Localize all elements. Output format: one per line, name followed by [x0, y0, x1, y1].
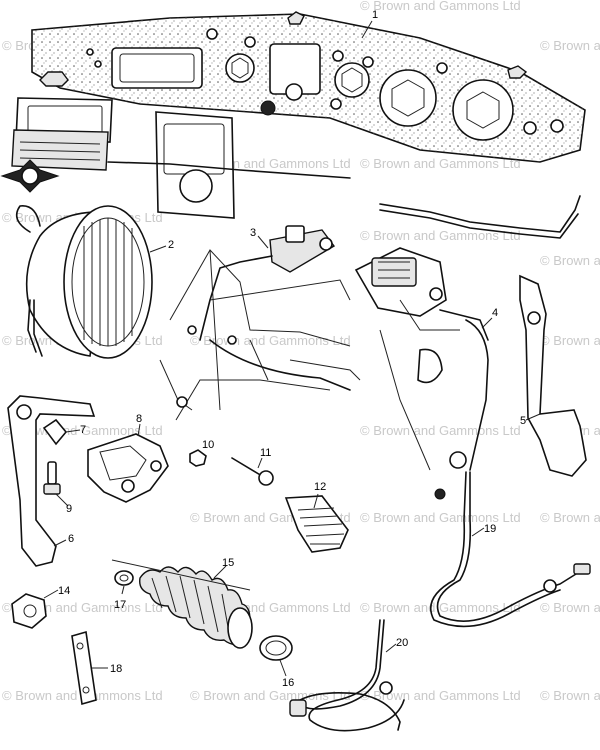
- part-8-bracket[interactable]: [87, 433, 169, 503]
- callout-11: 11: [260, 447, 271, 459]
- watermark-text: © Brown and Gammons Ltd: [540, 510, 600, 525]
- callout-19: 19: [484, 523, 496, 535]
- dashboard-trim-panels[interactable]: [11, 97, 581, 239]
- callout-16: 16: [282, 677, 294, 689]
- watermark-text: © Brown and Gammons Ltd: [540, 38, 600, 53]
- callout-2: 2: [168, 239, 174, 251]
- part-5-pedal-arm[interactable]: [519, 274, 587, 477]
- part-12-pedal-pad[interactable]: [284, 495, 349, 553]
- watermark-text: © Brown and Gammons Ltd: [360, 228, 521, 243]
- leader-line: [257, 235, 269, 249]
- watermark-text: © Brown and Gammons Ltd: [540, 333, 600, 348]
- watermark-text: © Brown and Gammons Ltd: [190, 333, 351, 348]
- callout-14: 14: [58, 585, 70, 597]
- part-11-clevis-pin[interactable]: [231, 457, 274, 486]
- part-20-rev-counter-cable[interactable]: [289, 619, 405, 732]
- part-14-washer[interactable]: [11, 593, 47, 629]
- watermark-text: © Brown and Gammons Ltd: [360, 423, 521, 438]
- engine-bay-frame: [159, 249, 361, 421]
- callout-10: 10: [202, 439, 214, 451]
- leader-line: [65, 429, 81, 433]
- leader-line: [361, 20, 373, 39]
- watermark-text: © Brown and Gammons Ltd: [190, 688, 351, 703]
- part-15-gaiter[interactable]: [111, 559, 253, 649]
- part-16-clip[interactable]: [259, 635, 293, 661]
- leader-line: [43, 589, 59, 599]
- callout-4: 4: [492, 307, 498, 319]
- leader-line: [149, 245, 167, 253]
- leader-line: [481, 317, 493, 329]
- callout-7: 7: [80, 424, 86, 436]
- part-10-nut[interactable]: [189, 449, 207, 467]
- watermark-text: © Brown and Gammons Ltd: [360, 156, 521, 171]
- watermark-text: © Brown and Gammons Ltd: [360, 600, 521, 615]
- watermark-text: © Brown and Gammons Ltd: [360, 688, 521, 703]
- callout-3: 3: [250, 227, 256, 239]
- callout-12: 12: [314, 481, 326, 493]
- grille-badge[interactable]: [0, 159, 60, 193]
- part-4-pedal-box[interactable]: [354, 247, 489, 471]
- callout-15: 15: [222, 557, 234, 569]
- leader-line: [55, 493, 69, 507]
- watermark-text: © Brown and Gammons Ltd: [2, 423, 163, 438]
- part-3-master-cylinder[interactable]: [199, 225, 336, 341]
- leader-line: [385, 643, 397, 653]
- leader-line: [121, 585, 125, 595]
- leader-line: [525, 413, 541, 421]
- part-17-hose-clip[interactable]: [114, 570, 134, 586]
- part-6-pedal[interactable]: [7, 395, 96, 567]
- leader-line: [137, 423, 141, 437]
- callout-17: 17: [114, 599, 126, 611]
- leader-line: [53, 539, 67, 547]
- leader-line: [471, 527, 485, 537]
- part-19-speedometer-cable[interactable]: [429, 471, 591, 628]
- watermark-text: © Brown and Gammons Ltd: [540, 600, 600, 615]
- callout-8: 8: [136, 413, 142, 425]
- watermark-text: © Brown and Gammons Ltd: [540, 253, 600, 268]
- part-9-bolt[interactable]: [43, 461, 61, 495]
- callout-1: 1: [372, 9, 378, 21]
- watermark-text: © Brown and Gammons Ltd: [360, 0, 521, 13]
- callout-5: 5: [520, 415, 526, 427]
- part-2-headlamp[interactable]: [15, 205, 153, 359]
- leader-line: [213, 565, 227, 579]
- watermark-text: © Brown and Gammons Ltd: [540, 688, 600, 703]
- watermark-text: © Brown and Gammons Ltd: [360, 510, 521, 525]
- callout-6: 6: [68, 533, 74, 545]
- leader-line: [313, 493, 319, 509]
- leader-line: [279, 659, 287, 677]
- callout-18: 18: [110, 663, 122, 675]
- part-18-mounting-plate[interactable]: [71, 630, 97, 706]
- callout-20: 20: [396, 637, 408, 649]
- part-1-dashboard-panel[interactable]: [31, 11, 586, 163]
- callout-9: 9: [66, 503, 72, 515]
- leader-line: [257, 457, 263, 469]
